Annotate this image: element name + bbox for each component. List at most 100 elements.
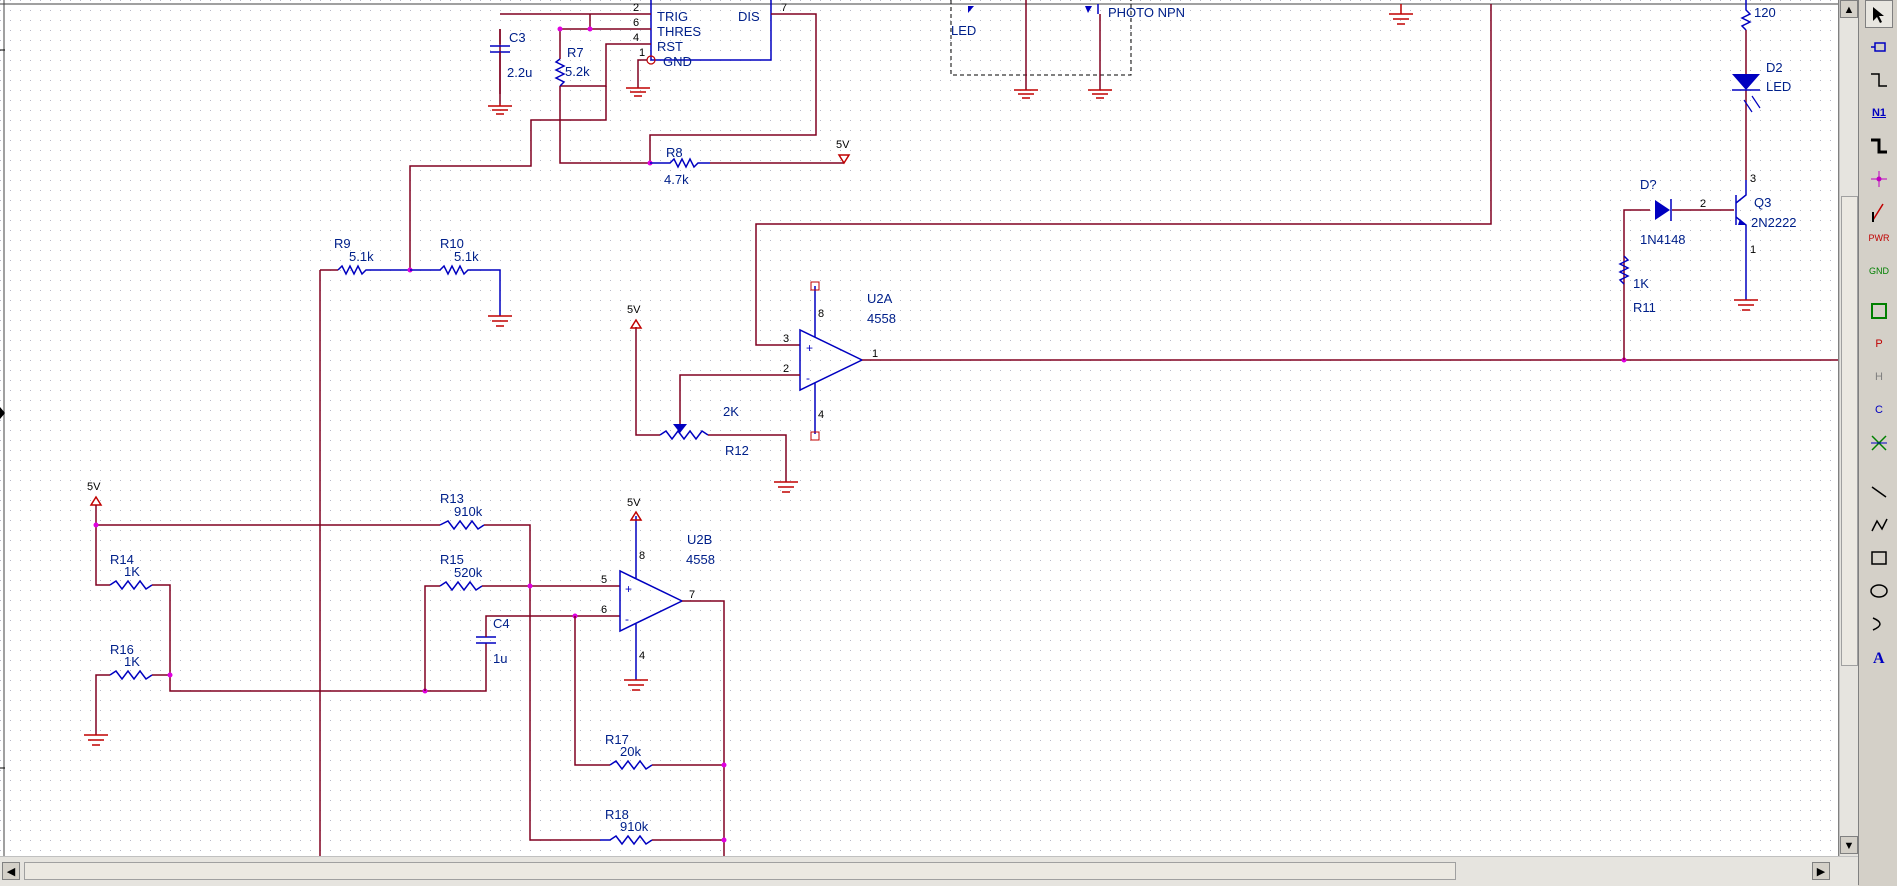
ground-top-right[interactable]	[1389, 4, 1413, 25]
ground-r16[interactable]	[84, 734, 108, 746]
optocoupler-box[interactable]: LED PHOTO NPN	[950, 0, 1185, 90]
resistor-120[interactable]: 120	[1740, 0, 1776, 31]
resistor-r17[interactable]: R17 20k	[605, 732, 724, 771]
part-ref: R9	[334, 236, 351, 251]
power-5v-u2b[interactable]: 5V	[627, 497, 643, 521]
part-value: 20k	[620, 744, 641, 759]
part-ref: D?	[1640, 177, 1657, 192]
resistor-r7[interactable]: R7 5.2k	[554, 45, 590, 87]
part-ref: R15	[440, 552, 464, 567]
ground-tool[interactable]: GND	[1865, 264, 1893, 292]
led-d2[interactable]: D2 LED	[1732, 30, 1791, 180]
svg-text:+: +	[806, 341, 813, 355]
ground-r12[interactable]	[774, 481, 798, 493]
scroll-left-button[interactable]: ◀	[2, 862, 20, 880]
ground-q3[interactable]	[1734, 299, 1758, 311]
hierarchical-pin-tool[interactable]: H	[1865, 363, 1893, 391]
net-alias-tool[interactable]: N1	[1871, 107, 1887, 119]
opamp-u2a[interactable]: + - U2A 4558 3 2 1 8 4	[783, 281, 896, 441]
part-value: 520k	[454, 565, 483, 580]
timer-pin-trig: TRIG	[657, 9, 688, 24]
capacitor-c4[interactable]: C4 1u	[476, 615, 620, 666]
vertical-scroll-thumb[interactable]	[1841, 196, 1858, 666]
pin-number: 2	[783, 363, 789, 375]
part-ref: R10	[440, 236, 464, 251]
scroll-right-button[interactable]: ▶	[1812, 862, 1830, 880]
timer-ic[interactable]: TRIG THRES RST GND DIS 2 6 4 1 7	[633, 0, 787, 69]
resistor-r8[interactable]: R8 4.7k	[650, 145, 710, 187]
text-tool[interactable]: A	[1865, 643, 1893, 671]
part-value: 910k	[620, 819, 649, 834]
diode-dq[interactable]: D? 1N4148	[1640, 177, 1734, 247]
resistor-r10[interactable]: R10 5.1k	[410, 236, 501, 316]
resistor-r15[interactable]: R15 520k	[424, 552, 620, 691]
hierarchical-block-tool[interactable]	[1865, 297, 1893, 325]
power-tool[interactable]: PWR	[1865, 231, 1893, 259]
pin-number: 4	[818, 409, 824, 421]
part-ref: R8	[666, 145, 683, 160]
part-value: 5.1k	[454, 249, 479, 264]
pointer-tool[interactable]	[1865, 0, 1893, 28]
resistor-r14[interactable]: R14 1K	[109, 552, 171, 675]
line-tool[interactable]	[1865, 478, 1893, 506]
part-value: LED	[1766, 79, 1791, 94]
power-tool-label: PWR	[1868, 233, 1890, 243]
bus-entry-tool[interactable]	[1865, 198, 1893, 226]
ground-box-1[interactable]	[1014, 89, 1038, 99]
schematic-canvas[interactable]: TRIG THRES RST GND DIS 2 6 4 1 7 C3 2.2u…	[0, 0, 1839, 856]
timer-pin-thres: THRES	[657, 24, 701, 39]
port-tool[interactable]: P	[1865, 330, 1893, 358]
horizontal-scrollbar[interactable]: ◀ ▶	[0, 856, 1858, 886]
resistor-r16[interactable]: R16 1K	[95, 642, 487, 735]
scroll-up-button[interactable]: ▲	[1840, 0, 1858, 18]
no-connect-tool[interactable]	[1865, 429, 1893, 457]
off-page-connector-tool[interactable]: C	[1865, 396, 1893, 424]
part-ref: R11	[1633, 300, 1656, 315]
resistor-r18[interactable]: R18 910k	[600, 807, 724, 846]
pin-number: 1	[639, 47, 645, 59]
ground-box-2[interactable]	[1088, 89, 1112, 99]
pin-number: 2	[1700, 198, 1706, 210]
ground-timer[interactable]	[626, 87, 650, 97]
svg-text:-: -	[625, 612, 629, 626]
resistor-r11[interactable]: 1K R11	[1618, 209, 1656, 360]
potentiometer-r12[interactable]: 2K R12	[635, 327, 787, 482]
place-part-tool[interactable]	[1865, 33, 1893, 61]
pin-number: 1	[872, 348, 878, 360]
part-ref: R12	[725, 443, 749, 458]
part-ref: C3	[509, 30, 526, 45]
power-5v[interactable]: 5V	[836, 139, 851, 165]
ground-c3[interactable]	[488, 104, 512, 115]
resistor-r9[interactable]: R9 5.1k	[320, 236, 410, 276]
vertical-scrollbar[interactable]: ▲ ▼	[1839, 0, 1859, 856]
part-ref: R17	[605, 732, 629, 747]
part-ref: R7	[567, 45, 584, 60]
power-label: 5V	[87, 481, 101, 493]
part-value: 2.2u	[507, 65, 532, 80]
opamp-u2b[interactable]: + - U2B 4558 5 6 7 8 4	[601, 516, 715, 680]
part-value: 910k	[454, 504, 483, 519]
timer-pin-gnd: GND	[663, 54, 692, 69]
timer-pin-rst: RST	[657, 39, 683, 54]
bus-tool[interactable]	[1865, 132, 1893, 160]
part-value: 1K	[124, 654, 140, 669]
rectangle-tool[interactable]	[1865, 544, 1893, 572]
part-value: 5.1k	[349, 249, 374, 264]
part-value: LED	[951, 23, 976, 38]
capacitor-c3[interactable]: C3 2.2u	[490, 29, 532, 104]
power-5v-r12[interactable]: 5V	[627, 304, 643, 329]
scroll-down-button[interactable]: ▼	[1840, 836, 1858, 854]
ground-r10[interactable]	[488, 315, 512, 327]
ground-u2b[interactable]	[624, 679, 648, 691]
resistor-r13[interactable]: R13 910k	[439, 491, 600, 841]
pin-number: 5	[601, 574, 607, 586]
polyline-tool[interactable]	[1865, 511, 1893, 539]
part-ref: R14	[110, 552, 134, 567]
draw-toolbar: N1 PWR GND P H C A	[1858, 0, 1897, 885]
transistor-q3[interactable]: Q3 2N2222 2 3 1	[1700, 173, 1797, 300]
arc-tool[interactable]	[1865, 610, 1893, 638]
horizontal-scroll-thumb[interactable]	[24, 862, 1456, 880]
wire-tool[interactable]	[1865, 66, 1893, 94]
ellipse-tool[interactable]	[1865, 577, 1893, 605]
junction-tool[interactable]	[1865, 165, 1893, 193]
